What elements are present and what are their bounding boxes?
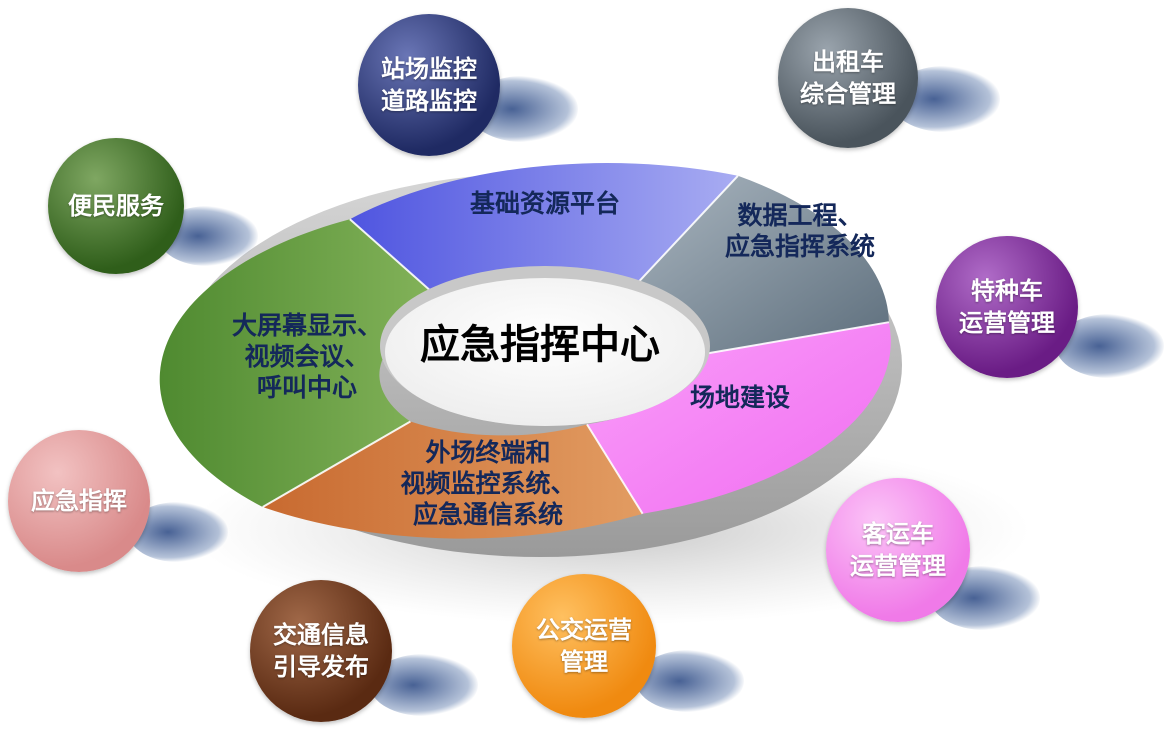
bubble-traffic: 交通信息 引导发布 — [250, 580, 392, 722]
bubble-coach-line-2: 运营管理 — [850, 552, 946, 580]
bubble-emergency: 应急指挥 — [8, 430, 150, 572]
segment-field-line-2: 视频监控系统、 — [400, 469, 576, 498]
bubble-traffic-line-1: 交通信息 — [273, 621, 369, 649]
bubble-special-line-2: 运营管理 — [959, 309, 1055, 337]
segment-field-line-3: 应急通信系统 — [412, 500, 563, 529]
segment-site-label: 场地建设 — [660, 382, 820, 413]
segment-field-line-1: 外场终端和 — [425, 438, 551, 467]
segment-base-shape — [349, 163, 738, 309]
bubble-special-line-1: 特种车 — [971, 277, 1043, 305]
ring-hole — [385, 278, 705, 426]
bubble-service: 便民服务 — [48, 138, 184, 274]
segment-site-shape — [587, 322, 891, 514]
bubble-traffic-line-2: 引导发布 — [273, 653, 369, 681]
segment-base-label: 基础资源平台 — [430, 188, 660, 219]
center-title: 应急指挥中心 — [420, 322, 660, 368]
bubble-coach-line-1: 客运车 — [862, 520, 934, 548]
segment-field-label: 外场终端和 视频监控系统、 应急通信系统 — [378, 437, 598, 530]
bubble-bus-line-1: 公交运营 — [536, 616, 632, 644]
bubble-bus-line-2: 管理 — [560, 648, 608, 676]
segment-data-line-1: 数据工程、 — [737, 201, 863, 230]
bubble-station-line-2: 道路监控 — [381, 87, 477, 115]
bubble-station: 站场监控 道路监控 — [358, 14, 500, 156]
segment-screen-line-2: 视频会议、 — [244, 342, 370, 371]
bubble-special: 特种车 运营管理 — [936, 236, 1078, 378]
segment-screen-line-1: 大屏幕显示、 — [231, 311, 382, 340]
bubble-station-line-1: 站场监控 — [381, 55, 477, 83]
segment-base-line-1: 基础资源平台 — [469, 189, 620, 218]
segment-field-shape — [262, 421, 643, 539]
segment-site-line-1: 场地建设 — [689, 383, 790, 412]
bubble-emergency-line-1: 应急指挥 — [31, 487, 127, 515]
bubble-taxi-line-2: 综合管理 — [800, 80, 896, 108]
segment-data-label: 数据工程、 应急指挥系统 — [690, 200, 910, 262]
bubble-bus: 公交运营 管理 — [512, 574, 656, 718]
bubble-taxi-line-1: 出租车 — [812, 48, 884, 76]
segment-screen-shape — [159, 219, 451, 507]
segment-data-shape — [631, 175, 889, 355]
bubble-taxi: 出租车 综合管理 — [778, 8, 918, 148]
segment-screen-label: 大屏幕显示、 视频会议、 呼叫中心 — [222, 310, 392, 403]
segment-screen-line-3: 呼叫中心 — [256, 373, 357, 402]
bubble-service-line-1: 便民服务 — [68, 192, 164, 220]
bubble-coach: 客运车 运营管理 — [826, 478, 970, 622]
segment-data-line-2: 应急指挥系统 — [724, 232, 875, 261]
